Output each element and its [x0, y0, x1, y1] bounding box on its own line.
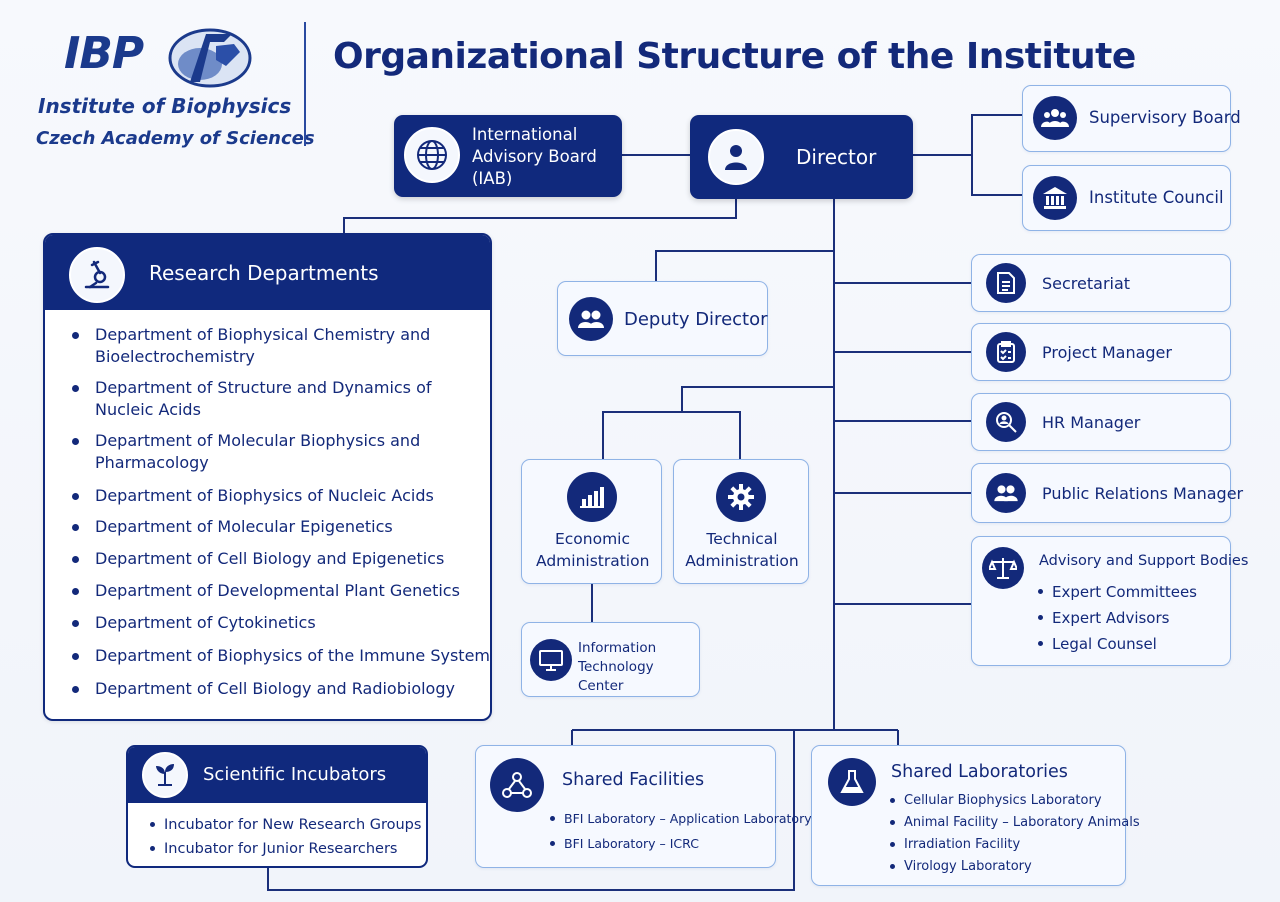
shared-facilities-box: Shared Facilities BFI Laboratory – Appli…	[475, 745, 812, 868]
scientific-incubators-panel: Scientific Incubators Incubator for New …	[126, 745, 428, 868]
list-item: Irradiation Facility	[888, 834, 1140, 856]
research-departments-panel: Research Departments	[43, 233, 492, 721]
logo-emblem-icon	[168, 28, 252, 88]
list-item: Animal Facility – Laboratory Animals	[888, 812, 1140, 834]
logo-abbreviation: IBP	[64, 28, 144, 79]
it-center-label: Information Technology Center	[578, 640, 657, 694]
deputy-director-label: Deputy Director	[624, 309, 768, 330]
microscope-icon	[69, 247, 125, 303]
page-title: Organizational Structure of the Institut…	[333, 36, 1136, 77]
hr-manager-label: HR Manager	[1042, 413, 1141, 432]
list-item: Expert Advisors	[1036, 605, 1197, 631]
economic-administration-box: Economic Administration	[521, 459, 662, 584]
bar-chart-icon	[567, 472, 617, 522]
list-item[interactable]: Department of Cytokinetics	[66, 612, 495, 634]
people-icon	[986, 473, 1026, 513]
supervisory-board-label: Supervisory Board	[1089, 108, 1241, 127]
pr-manager-label: Public Relations Manager	[1042, 484, 1244, 503]
shared-laboratories-title: Shared Laboratories	[891, 762, 1068, 782]
network-icon	[490, 758, 544, 812]
group-icon	[1033, 96, 1077, 140]
monitor-icon	[530, 639, 572, 681]
header-divider	[304, 22, 306, 146]
list-item: BFI Laboratory – ICRC	[548, 831, 812, 856]
building-icon	[1033, 176, 1077, 220]
deputy-director-box: Deputy Director	[557, 281, 768, 356]
list-item[interactable]: Department of Molecular Biophysics and P…	[66, 430, 495, 474]
logo-academy-name: Czech Academy of Sciences	[36, 128, 315, 149]
pr-manager-box: Public Relations Manager	[971, 463, 1243, 523]
institute-council-label: Institute Council	[1089, 188, 1224, 207]
shared-laboratories-list: Cellular Biophysics Laboratory Animal Fa…	[888, 790, 1140, 878]
secretariat-label: Secretariat	[1042, 274, 1131, 293]
economic-administration-label: Economic Administration	[536, 530, 650, 570]
director-box: Director	[690, 115, 913, 199]
list-item[interactable]: Department of Molecular Epigenetics	[66, 516, 495, 538]
technical-administration-box: Technical Administration	[673, 459, 809, 584]
technical-administration-label: Technical Administration	[685, 530, 799, 570]
institute-council-box: Institute Council	[1022, 165, 1231, 231]
gear-icon	[716, 472, 766, 522]
search-person-icon	[986, 402, 1026, 442]
project-manager-box: Project Manager	[971, 323, 1231, 381]
it-center-box: Information Technology Center	[521, 622, 700, 697]
supervisory-board-box: Supervisory Board	[1022, 85, 1241, 152]
flask-icon	[828, 758, 876, 806]
sprout-icon	[142, 752, 188, 798]
list-item: Cellular Biophysics Laboratory	[888, 790, 1140, 812]
director-label: Director	[796, 145, 877, 169]
advisory-bodies-list: Expert Committees Expert Advisors Legal …	[1036, 579, 1197, 657]
list-item: Incubator for Junior Researchers	[148, 837, 421, 861]
document-icon	[986, 263, 1026, 303]
secretariat-box: Secretariat	[971, 254, 1231, 312]
scientific-incubators-title: Scientific Incubators	[203, 764, 387, 785]
list-item: Expert Committees	[1036, 579, 1197, 605]
list-item: Incubator for New Research Groups	[148, 813, 421, 837]
iab-label: International Advisory Board (IAB)	[472, 125, 597, 188]
advisory-bodies-box: Advisory and Support Bodies Expert Commi…	[971, 536, 1248, 666]
list-item: Virology Laboratory	[888, 856, 1140, 878]
research-departments-title: Research Departments	[149, 261, 379, 285]
shared-laboratories-box: Shared Laboratories Cellular Biophysics …	[811, 745, 1140, 886]
logo-institute-name: Institute of Biophysics	[38, 94, 292, 118]
clipboard-icon	[986, 332, 1026, 372]
person-icon	[708, 129, 764, 185]
list-item[interactable]: Department of Cell Biology and Radiobiol…	[66, 678, 495, 700]
list-item: Legal Counsel	[1036, 631, 1197, 657]
list-item[interactable]: Department of Structure and Dynamics of …	[66, 377, 495, 421]
shared-facilities-list: BFI Laboratory – Application Laboratory …	[548, 806, 812, 856]
project-manager-label: Project Manager	[1042, 343, 1172, 362]
incubators-list: Incubator for New Research Groups Incuba…	[148, 813, 421, 861]
hr-manager-box: HR Manager	[971, 393, 1231, 451]
scales-icon	[982, 547, 1024, 589]
list-item[interactable]: Department of Biophysics of Nucleic Acid…	[66, 485, 495, 507]
globe-icon	[404, 127, 460, 183]
iab-box: International Advisory Board (IAB)	[394, 115, 622, 197]
people-icon	[569, 297, 613, 341]
shared-facilities-title: Shared Facilities	[562, 770, 705, 790]
list-item[interactable]: Department of Developmental Plant Geneti…	[66, 580, 495, 602]
list-item[interactable]: Department of Cell Biology and Epigeneti…	[66, 548, 495, 570]
advisory-bodies-title: Advisory and Support Bodies	[1039, 553, 1249, 569]
list-item[interactable]: Department of Biophysical Chemistry and …	[66, 324, 495, 368]
list-item: BFI Laboratory – Application Laboratory	[548, 806, 812, 831]
list-item[interactable]: Department of Biophysics of the Immune S…	[66, 645, 495, 667]
